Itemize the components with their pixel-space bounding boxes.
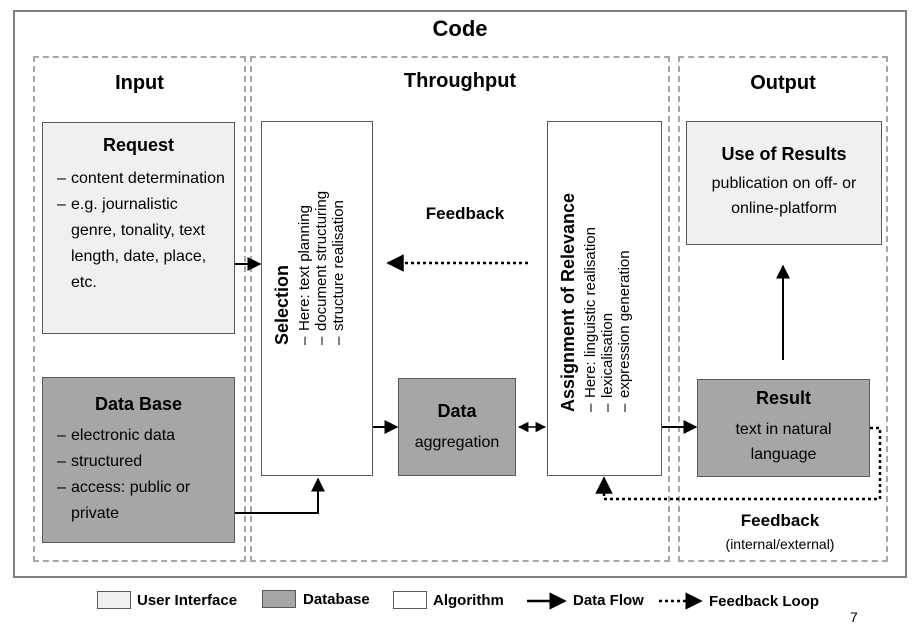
diagram-title: Code <box>432 16 488 41</box>
database-list: electronic data structured access: publi… <box>57 423 226 527</box>
request-box: Request content determination e.g. journ… <box>42 122 235 334</box>
database-item: structured <box>57 449 226 475</box>
legend-user-interface: User Interface <box>137 592 238 609</box>
data-box-title: Data <box>437 401 477 421</box>
legend-algorithm: Algorithm <box>433 592 504 609</box>
legend-swatch-algorithm <box>393 591 427 609</box>
use-of-results-title: Use of Results <box>721 144 847 164</box>
result-title: Result <box>755 388 811 408</box>
legend-swatch-database <box>262 590 296 608</box>
result-line2: language <box>750 446 817 463</box>
feedback-label: Feedback <box>425 204 505 223</box>
request-item: content determination <box>57 166 226 192</box>
database-to-selection-arrow <box>235 477 325 514</box>
database-item: electronic data <box>57 423 226 449</box>
feedback-outer-subtitle: (internal/external) <box>725 536 835 552</box>
result-line1: text in natural <box>735 421 832 438</box>
legend-feedback-loop: Feedback Loop <box>709 593 820 610</box>
database-title: Data Base <box>94 394 183 414</box>
outer-feedback-loop <box>595 426 882 501</box>
use-of-results-line1: publication on off- or <box>711 175 857 192</box>
data-aggregation-box: Data aggregation <box>398 378 516 476</box>
output-section <box>678 56 888 562</box>
result-box: Result text in natural language <box>697 379 870 477</box>
output-section-title: Output <box>750 72 816 94</box>
data-box-subtitle: aggregation <box>414 434 500 451</box>
feedback-outer-title: Feedback <box>740 511 820 530</box>
database-item: access: public or private <box>57 475 226 527</box>
legend-database: Database <box>303 591 370 608</box>
code-frame <box>13 10 907 578</box>
request-title: Request <box>102 135 174 155</box>
input-section <box>33 56 246 562</box>
use-of-results-line2: online-platform <box>731 200 837 217</box>
request-list: content determination e.g. journalistic … <box>57 166 226 296</box>
database-box: Data Base electronic data structured acc… <box>42 377 235 543</box>
page-number: 7 <box>850 609 858 625</box>
use-of-results-box: Use of Results publication on off- or on… <box>686 121 882 245</box>
throughput-section <box>250 56 670 562</box>
request-item: e.g. journalistic genre, tonality, text … <box>57 192 226 296</box>
legend-data-flow: Data Flow <box>573 592 644 609</box>
legend-swatch-user-interface <box>97 591 131 609</box>
throughput-section-title: Throughput <box>403 70 517 92</box>
input-section-title: Input <box>115 72 164 94</box>
